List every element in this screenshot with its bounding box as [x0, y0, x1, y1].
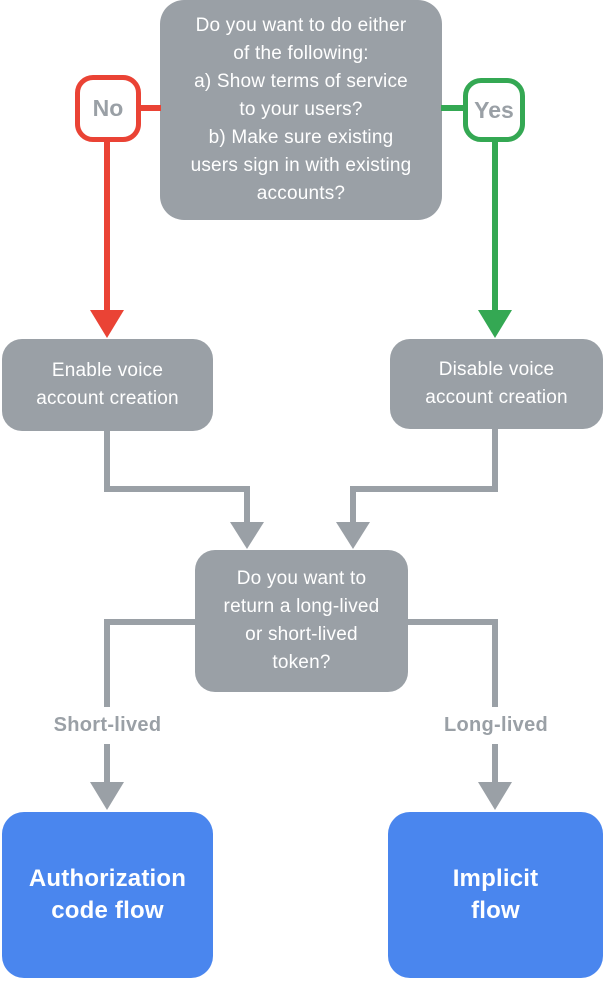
- disable-connector-horizontal: [353, 486, 498, 492]
- no-connector-horizontal: [139, 105, 161, 111]
- enable-arrowhead-icon: [230, 522, 264, 549]
- yes-arrowhead-icon: [478, 310, 512, 338]
- edge-label-long-lived: Long-lived: [412, 707, 580, 744]
- no-connector-vertical: [104, 140, 110, 312]
- long-lived-arrowhead-icon: [478, 782, 512, 810]
- result-node-implicit-flow: Implicit flow: [388, 812, 603, 978]
- decision-node-token-question: Do you want to return a long-lived or sh…: [195, 550, 408, 692]
- short-lived-arrowhead-icon: [90, 782, 124, 810]
- action-node-enable-voice-account-creation: Enable voice account creation: [2, 339, 213, 431]
- enable-connector-horizontal: [104, 486, 250, 492]
- edge-label-short-lived: Short-lived: [23, 707, 192, 744]
- short-lived-connector-horizontal: [107, 619, 196, 625]
- short-lived-connector-vertical: [104, 619, 110, 784]
- disable-connector-down: [492, 428, 498, 492]
- edge-label-yes: Yes: [463, 78, 525, 142]
- yes-connector-vertical: [492, 140, 498, 312]
- yes-connector-horizontal: [441, 105, 464, 111]
- enable-connector-into-question: [244, 486, 250, 524]
- enable-connector-down: [104, 430, 110, 492]
- edge-label-no: No: [75, 75, 141, 142]
- result-node-authorization-code-flow: Authorization code flow: [2, 812, 213, 978]
- long-lived-connector-horizontal: [407, 619, 498, 625]
- disable-arrowhead-icon: [336, 522, 370, 549]
- disable-connector-into-question: [350, 486, 356, 524]
- action-node-disable-voice-account-creation: Disable voice account creation: [390, 339, 603, 429]
- decision-node-terms-question: Do you want to do either of the followin…: [160, 0, 442, 220]
- no-arrowhead-icon: [90, 310, 124, 338]
- long-lived-connector-vertical: [492, 619, 498, 784]
